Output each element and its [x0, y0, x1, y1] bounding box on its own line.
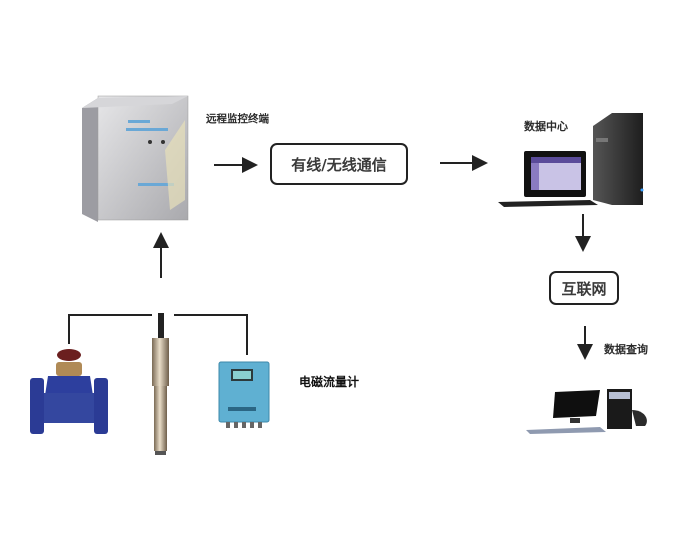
comm-node: 有线/无线通信: [270, 143, 408, 185]
workstation-icon: [526, 389, 647, 434]
water-meter-icon: [30, 349, 108, 434]
datacenter-label: 数据中心: [524, 120, 568, 133]
cabinet-icon: [82, 95, 189, 222]
probe-sensor-icon: [152, 313, 169, 455]
query-label: 数据查询: [604, 343, 648, 356]
flowmeter-label: 电磁流量计: [299, 375, 360, 389]
terminal-label: 远程监控终端: [206, 113, 269, 125]
flowmeter-transmitter-icon: [218, 361, 270, 428]
comm-label: 有线/无线通信: [291, 155, 387, 174]
desktop-server-icon: [498, 113, 644, 207]
sensor-bus: [68, 314, 248, 355]
internet-label: 互联网: [561, 279, 607, 298]
internet-node: 互联网: [549, 271, 619, 305]
